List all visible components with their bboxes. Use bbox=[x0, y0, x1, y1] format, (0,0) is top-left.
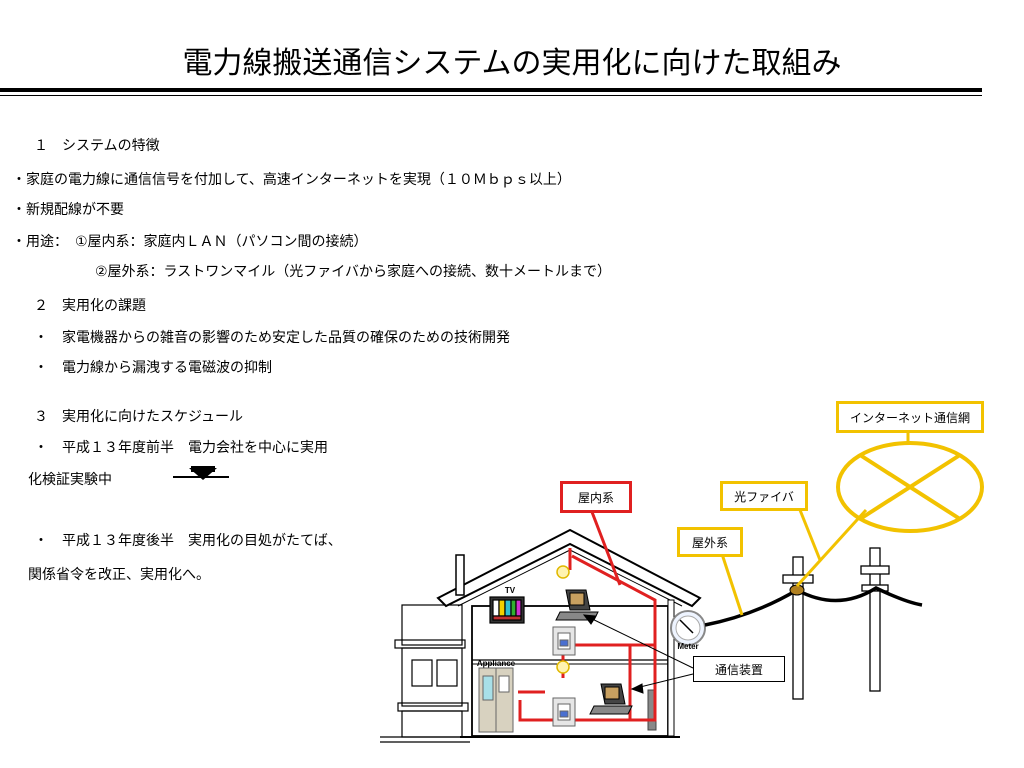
section1-bullet-3: ・用途： ①屋内系：家庭内ＬＡＮ（パソコン間の接続） bbox=[12, 234, 368, 250]
section1-bullet-2: ・新規配線が不要 bbox=[12, 202, 124, 218]
tv-label: TV bbox=[505, 586, 516, 595]
light-bulb-icon bbox=[556, 565, 570, 674]
fiber-label: 光ファイバ bbox=[720, 481, 808, 511]
fiber-line bbox=[795, 508, 868, 588]
appliance-icon bbox=[478, 667, 514, 733]
section3-line-3: ・ 平成１３年度後半 実用化の目処がたてば、 bbox=[34, 533, 342, 549]
title-underline-thick bbox=[0, 88, 982, 92]
section3-line-4: 関係省令を改正、実用化へ。 bbox=[28, 567, 210, 583]
meter-icon bbox=[670, 610, 706, 646]
schedule-down-arrow-icon bbox=[189, 468, 217, 480]
outlet-icon bbox=[552, 697, 576, 727]
communication-device-label: 通信装置 bbox=[693, 656, 785, 682]
neighbor-building bbox=[380, 604, 470, 743]
power-cable bbox=[704, 586, 923, 627]
section1-bullet-4: ②屋外系：ラストワンマイル（光ファイバから家庭への接続、数十メートルまで） bbox=[95, 264, 611, 280]
tv-icon bbox=[489, 596, 525, 624]
internet-network-icon bbox=[836, 441, 984, 533]
indoor-system-label: 屋内系 bbox=[560, 481, 632, 513]
coupler-icon bbox=[789, 584, 805, 596]
appliance-label: Appliance bbox=[477, 659, 516, 668]
internet-network-label: インターネット通信網 bbox=[836, 401, 984, 433]
section3-line-2: 化検証実験中 bbox=[28, 472, 112, 488]
page-title: 電力線搬送通信システムの実用化に向けた取組み bbox=[182, 46, 842, 81]
section3-line-1: ・ 平成１３年度前半 電力会社を中心に実用 bbox=[34, 440, 328, 456]
section3-heading: ３ 実用化に向けたスケジュール bbox=[34, 409, 244, 425]
callout-pointers bbox=[720, 433, 910, 616]
outdoor-system-label: 屋外系 bbox=[677, 527, 743, 557]
outlet-icon bbox=[552, 626, 576, 656]
laptop-icon bbox=[589, 683, 633, 715]
section1-heading: １ システムの特徴 bbox=[34, 138, 160, 154]
title-underline-thin bbox=[0, 95, 982, 96]
utility-pole bbox=[782, 547, 890, 700]
section1-bullet-1: ・家庭の電力線に通信信号を付加して、高速インターネットを実現（１０Ｍｂｐｓ以上） bbox=[12, 172, 571, 188]
section2-bullet-1: ・ 家電機器からの雑音の影響のため安定した品質の確保のための技術開発 bbox=[34, 330, 510, 346]
section2-bullet-2: ・ 電力線から漏洩する電磁波の抑制 bbox=[34, 360, 272, 376]
section2-heading: ２ 実用化の課題 bbox=[34, 298, 146, 314]
indoor-pointer bbox=[590, 511, 622, 586]
meter-label: Meter bbox=[677, 642, 698, 651]
device-pointers bbox=[582, 614, 694, 694]
laptop-icon bbox=[555, 589, 599, 621]
